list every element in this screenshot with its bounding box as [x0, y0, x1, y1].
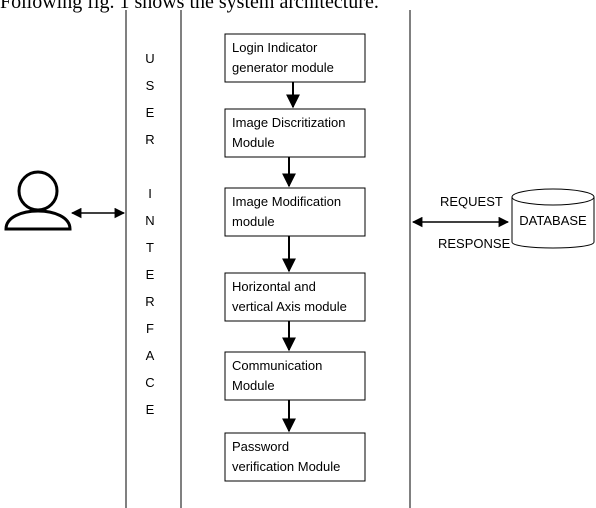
ui-letter: I — [148, 186, 152, 201]
ui-letter: T — [146, 240, 154, 255]
figure-caption: Following fig. 1 shows the system archit… — [0, 0, 379, 13]
ui-letter: E — [146, 402, 155, 417]
database-icon — [511, 188, 595, 249]
module-label: Image Modification — [232, 194, 341, 209]
module-label: generator module — [232, 60, 334, 75]
module-label: Communication — [232, 358, 322, 373]
ui-letter: R — [145, 294, 154, 309]
module-box-image-modification: Image Modification module — [224, 187, 366, 237]
module-label: verification Module — [232, 459, 340, 474]
user-icon — [4, 170, 72, 231]
ui-letter: A — [146, 348, 155, 363]
request-label: REQUEST — [440, 194, 503, 209]
ui-letter: E — [146, 267, 155, 282]
module-label: vertical Axis module — [232, 299, 347, 314]
ui-letter: N — [145, 213, 154, 228]
ui-letter: U — [145, 51, 154, 66]
response-label: RESPONSE — [438, 236, 511, 251]
module-label: Module — [232, 378, 275, 393]
module-label: Module — [232, 135, 275, 150]
module-label: Login Indicator — [232, 40, 318, 55]
ui-letter: R — [145, 132, 154, 147]
module-label: Image Discritization — [232, 115, 345, 130]
module-label: module — [232, 214, 275, 229]
database-label: DATABASE — [519, 213, 587, 228]
ui-letter: S — [146, 78, 155, 93]
ui-letter: C — [145, 375, 154, 390]
module-label: Password — [232, 439, 289, 454]
ui-letter: E — [146, 105, 155, 120]
module-label: Horizontal and — [232, 279, 316, 294]
module-box-horizontal-vertical-axis: Horizontal and vertical Axis module — [224, 272, 366, 322]
module-box-login-indicator: Login Indicator generator module — [224, 33, 366, 83]
module-box-image-discritization: Image Discritization Module — [224, 108, 366, 158]
ui-letter: F — [146, 321, 154, 336]
user-interface-label: U S E R I N T E R F A C E — [145, 51, 154, 417]
module-box-password-verification: Password verification Module — [224, 432, 366, 482]
module-box-communication: Communication Module — [224, 351, 366, 401]
